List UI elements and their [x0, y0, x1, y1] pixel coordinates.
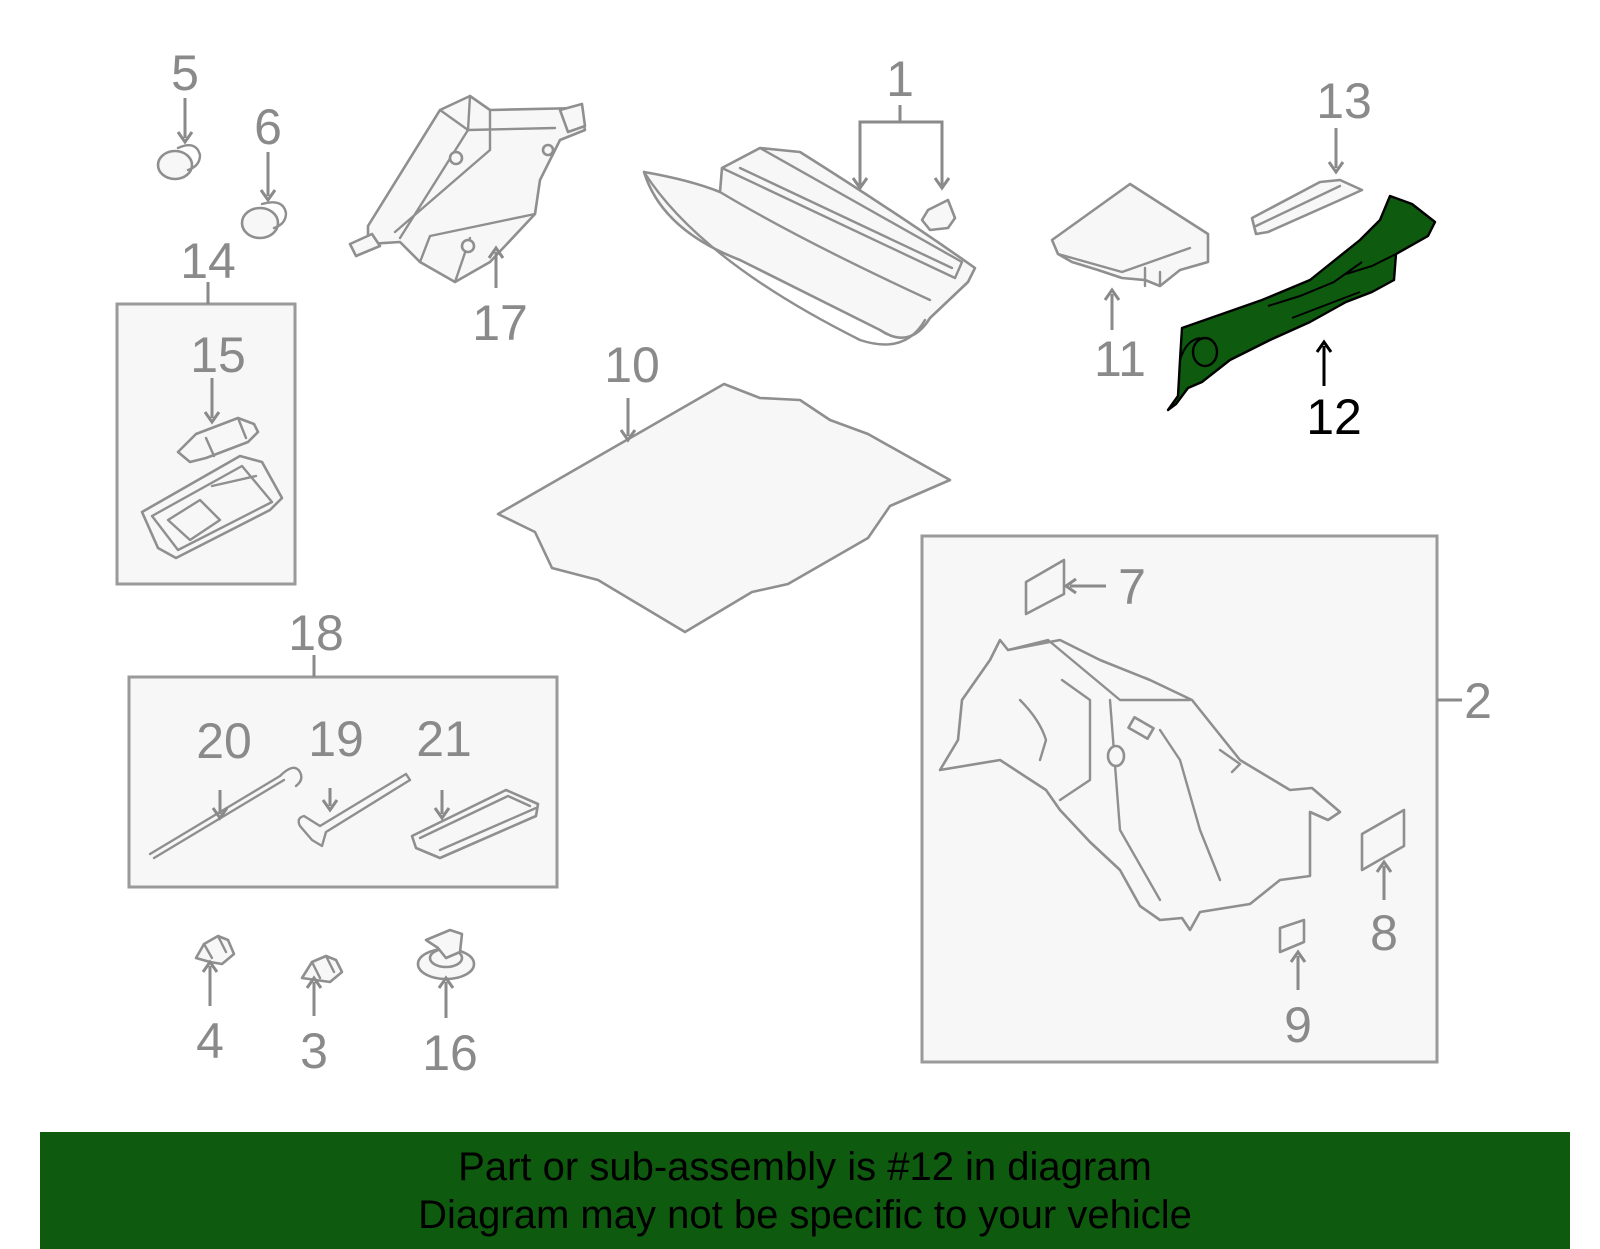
part-17-jack[interactable]	[348, 94, 587, 284]
callout-4: 4	[196, 1013, 224, 1069]
part-5-clip[interactable]	[156, 144, 202, 181]
callout-11: 11	[1094, 331, 1146, 387]
banner-line-1: Part or sub-assembly is #12 in diagram	[458, 1144, 1152, 1189]
part-21-bag[interactable]	[410, 788, 540, 860]
callout-9: 9	[1284, 997, 1312, 1053]
callout-17: 17	[472, 295, 528, 351]
part-13-trim[interactable]	[1250, 178, 1364, 236]
banner-line-2: Diagram may not be specific to your vehi…	[418, 1192, 1192, 1237]
part-11-panel[interactable]	[1050, 182, 1210, 288]
callout-16: 16	[422, 1025, 478, 1081]
callout-19: 19	[308, 711, 364, 767]
callout-21: 21	[416, 711, 472, 767]
callout-6: 6	[254, 99, 282, 155]
group-box-18	[127, 675, 559, 889]
callout-7: 7	[1118, 559, 1146, 615]
callout-5: 5	[171, 45, 199, 101]
callout-2: 2	[1464, 673, 1492, 729]
callout-1: 1	[886, 51, 914, 107]
callout-3: 3	[300, 1023, 328, 1079]
part-15-bulb[interactable]	[176, 416, 260, 464]
callout-20: 20	[196, 713, 252, 769]
part-16-knob[interactable]	[416, 928, 476, 981]
part-9-pad[interactable]	[1278, 918, 1306, 954]
callout-8: 8	[1370, 905, 1398, 961]
part-2-side-trim[interactable]	[938, 638, 1342, 932]
part-8-pad[interactable]	[1360, 808, 1406, 872]
part-19-wrench[interactable]	[297, 772, 412, 848]
part-10-mat[interactable]	[496, 382, 952, 634]
part-14-lamp[interactable]	[140, 454, 284, 560]
info-banner: Part or sub-assembly is #12 in diagram D…	[40, 1132, 1570, 1249]
leader-lines	[176, 98, 1462, 1018]
part-6-clip[interactable]	[240, 201, 288, 240]
callout-15: 15	[190, 327, 246, 383]
callout-14: 14	[180, 233, 236, 289]
part-3-clip[interactable]	[300, 954, 344, 984]
callout-10: 10	[604, 337, 660, 393]
callout-18: 18	[288, 605, 344, 661]
part-12-highlighted-trim[interactable]	[1166, 194, 1437, 412]
part-7-pad[interactable]	[1024, 558, 1066, 616]
part-4-clip[interactable]	[194, 934, 236, 966]
callout-13: 13	[1316, 73, 1372, 129]
part-1-tray[interactable]	[642, 146, 977, 346]
callout-12: 12	[1306, 389, 1362, 445]
